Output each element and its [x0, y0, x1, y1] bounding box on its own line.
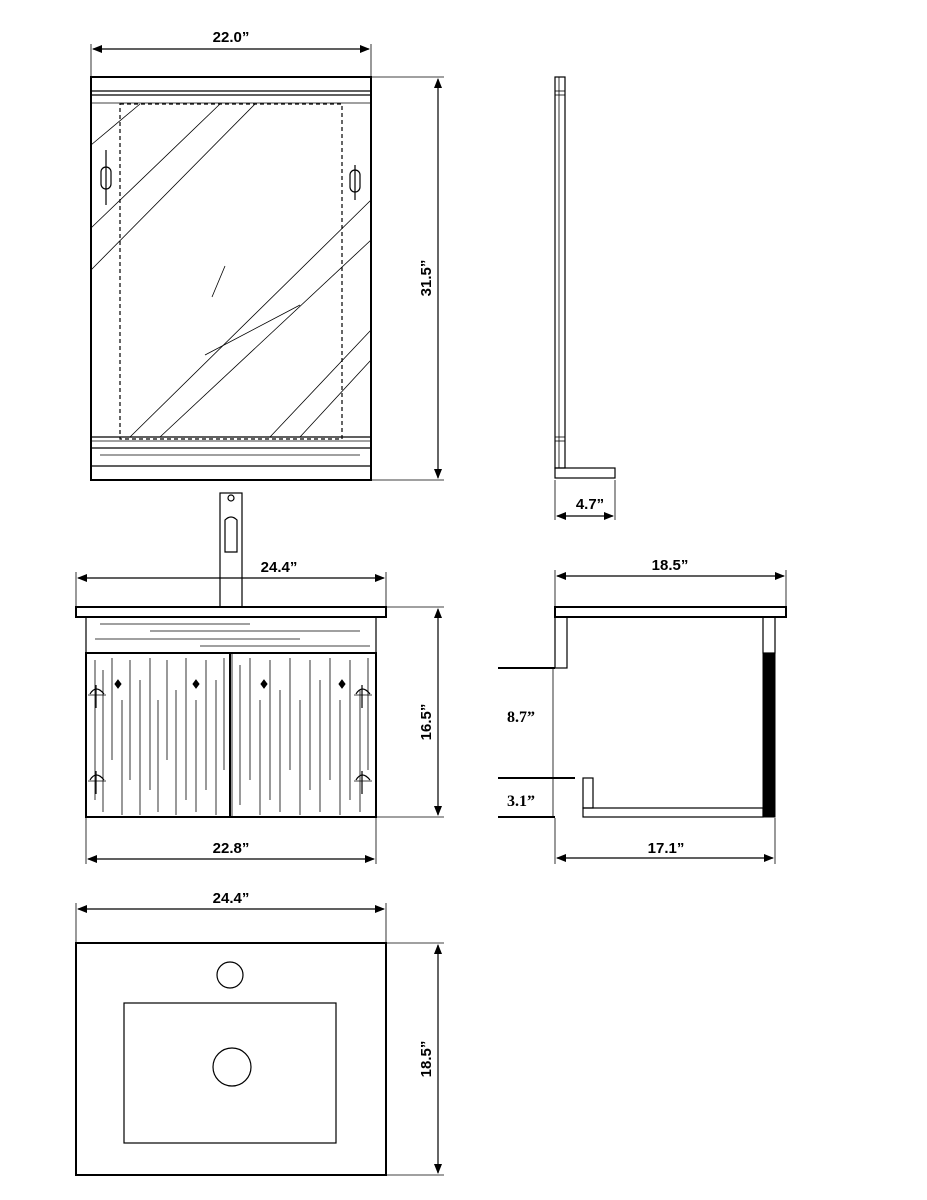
hinge-icon — [88, 771, 106, 794]
top-view-width-label: 24.4” — [213, 890, 250, 907]
vanity-height-dimension: 16.5” — [377, 606, 444, 818]
hinge-icon — [100, 150, 112, 205]
knob-icon — [114, 679, 122, 689]
mirror-height-dimension: 31.5” — [372, 76, 444, 481]
vanity-side-lower-height-label: 3.1” — [507, 793, 535, 810]
vanity-side-cabinet-depth-label: 17.1” — [648, 840, 685, 857]
vanity-cabinet-width-dimension: 22.8” — [85, 818, 377, 864]
vanity-side-upper-height-label: 8.7” — [507, 709, 535, 726]
vanity-height-label: 16.5” — [418, 704, 435, 741]
mirror-side-view — [554, 76, 616, 479]
knob-icon — [260, 679, 268, 689]
vanity-side-section — [498, 606, 787, 818]
vanity-top-width-label: 24.4” — [261, 559, 298, 576]
mirror-depth-dimension: 4.7” — [554, 480, 616, 520]
mirror-width-label: 22.0” — [213, 29, 250, 46]
hinge-icon — [88, 685, 106, 708]
hinge-icon — [349, 165, 361, 200]
top-view-width-dimension: 24.4” — [75, 890, 387, 942]
mirror-width-dimension: 22.0” — [90, 29, 372, 76]
vanity-front-view — [75, 492, 387, 818]
knob-icon — [338, 679, 346, 689]
mirror-front-view — [90, 76, 372, 481]
vanity-side-top-depth-label: 18.5” — [652, 557, 689, 574]
mirror-depth-label: 4.7” — [576, 496, 604, 513]
knob-icon — [192, 679, 200, 689]
top-view-depth-dimension: 18.5” — [387, 942, 444, 1176]
vanity-side-depth-dimension: 18.5” — [554, 557, 787, 606]
faucet-icon — [219, 492, 243, 608]
vanity-cabinet-width-label: 22.8” — [213, 840, 250, 857]
vanity-side-cabinet-depth-dimension: 17.1” — [554, 818, 776, 864]
faucet-hole-icon — [216, 961, 244, 989]
drain-icon — [212, 1047, 252, 1087]
vanity-top-width-dimension: 24.4” — [75, 559, 387, 606]
hinge-icon — [354, 771, 372, 794]
hinge-icon — [354, 685, 372, 708]
vanity-top-view — [75, 942, 387, 1176]
mirror-height-label: 31.5” — [418, 260, 435, 297]
top-view-depth-label: 18.5” — [418, 1041, 435, 1078]
